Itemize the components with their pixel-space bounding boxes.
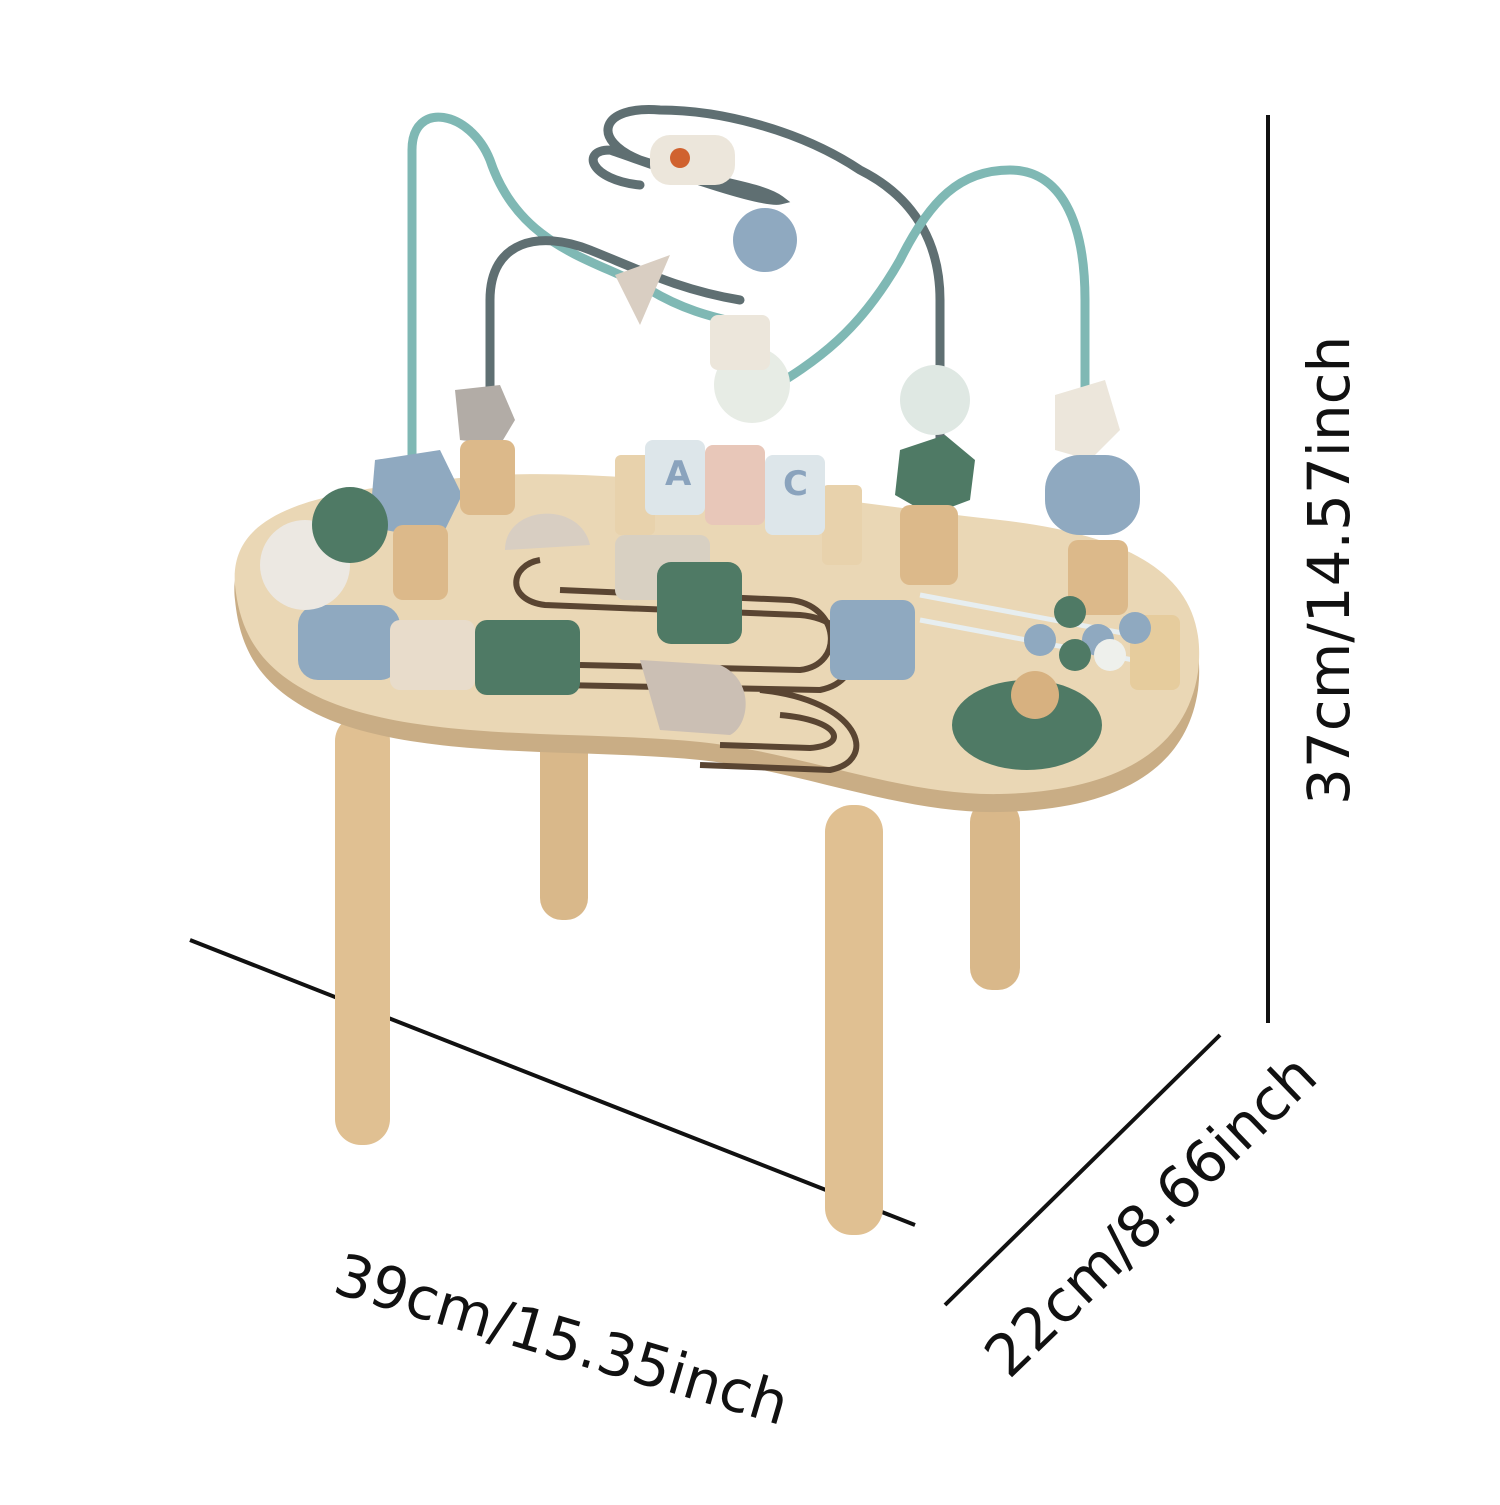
abacus <box>919 592 1180 690</box>
leg-front-left <box>335 715 390 1145</box>
blue-ball-bead <box>733 208 797 272</box>
table-legs <box>335 715 1020 1235</box>
elephant-cube <box>830 600 915 680</box>
leg-back-right <box>970 800 1020 990</box>
gear-green <box>312 487 388 563</box>
wire-posts <box>393 440 1128 615</box>
abc-letter-a: A <box>665 454 692 494</box>
spin-disc <box>952 680 1102 770</box>
mint-ball-bead <box>900 365 970 435</box>
leaf-cube-bead <box>1055 380 1120 460</box>
width-dimension-line <box>189 938 916 1227</box>
blue-cube-bead <box>372 450 462 540</box>
spin-knob <box>1011 671 1059 719</box>
rainbow-piece <box>505 513 590 550</box>
abc-block-a <box>645 440 705 515</box>
spinner-frame-right <box>822 485 862 565</box>
leg-back-left <box>540 730 588 920</box>
elephant-letter-block <box>657 562 742 644</box>
green-slider <box>475 620 580 695</box>
cat-shape-piece <box>640 660 746 735</box>
deer-wheel-bead <box>1045 455 1140 535</box>
wire-beads <box>372 135 1140 540</box>
abc-block-b <box>705 445 765 525</box>
table-play-pieces <box>260 487 1102 770</box>
triangle-bead <box>615 255 670 325</box>
abc-block-c <box>765 455 825 535</box>
bird-disc-bead <box>650 135 735 185</box>
leg-front-right <box>825 805 883 1235</box>
height-dimension-label: 37cm/14.57inch <box>1295 335 1363 805</box>
square-bead <box>710 315 770 370</box>
hexagon-bead-left <box>455 385 515 445</box>
tree-shape-piece <box>390 620 475 690</box>
blue-cloud-piece <box>298 605 400 680</box>
abc-letter-c: C <box>783 464 808 504</box>
abc-block-spinner: A C <box>615 440 862 565</box>
green-hexagon-bead <box>895 435 975 515</box>
bead-maze-wires <box>407 105 1090 470</box>
depth-dimension-line <box>943 1033 1222 1307</box>
